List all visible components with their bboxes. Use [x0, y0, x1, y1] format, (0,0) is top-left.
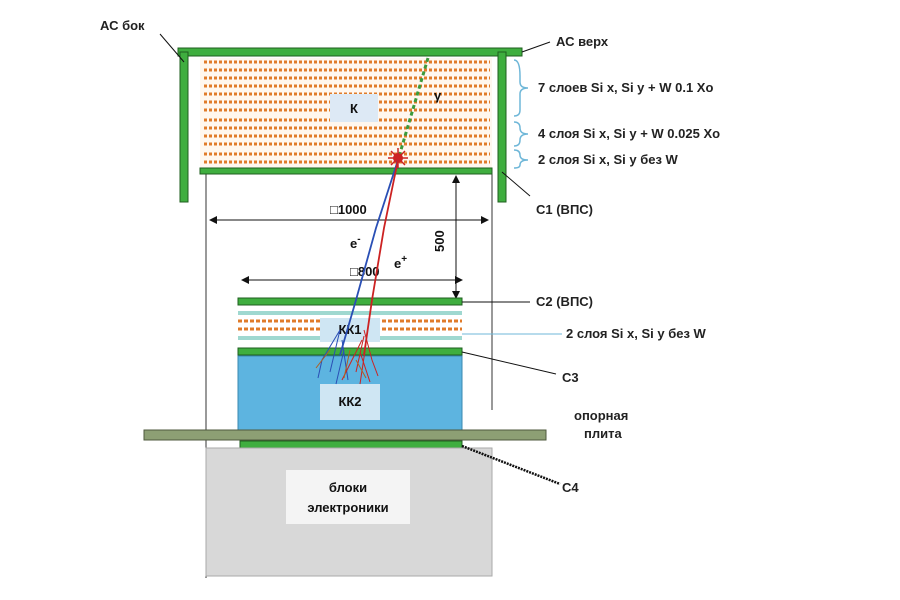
- leader-ac-side: [159, 33, 185, 63]
- leader-c4: [461, 444, 561, 486]
- c2-tof-plane: [237, 297, 463, 306]
- electronics-box: [286, 470, 410, 524]
- ac-top-panel: [177, 47, 523, 57]
- leader-ac-top: [521, 41, 551, 53]
- converter-label: К: [350, 101, 358, 116]
- positron-track: [363, 159, 399, 356]
- electronics-label-line1: блоки: [329, 480, 367, 495]
- converter-box: [330, 94, 378, 122]
- label-c2: С2 (ВПС): [536, 294, 593, 309]
- c1-tof-plane: [199, 167, 493, 175]
- converter-layers: [200, 58, 492, 168]
- label-7-layers: 7 слоев Si x, Si y + W 0.1 Xo: [538, 80, 713, 95]
- label-ac-side: АС бок: [100, 18, 145, 33]
- electronics-label-line2: электроники: [307, 500, 388, 515]
- label-2-layers-top: 2 слоя Si x, Si y без W: [538, 152, 679, 167]
- ac-side-panel-left: [179, 51, 189, 203]
- ac-side-panel-right: [497, 51, 507, 203]
- leader-c3: [461, 351, 557, 375]
- electron-track: [339, 159, 399, 356]
- label-2-layers-mid: 2 слоя Si x, Si y без W: [566, 326, 707, 341]
- label-ac-top: АС верх: [556, 34, 609, 49]
- gamma-label: γ: [434, 88, 442, 103]
- label-c1: С1 (ВПС): [536, 202, 593, 217]
- electron-label: e-: [350, 234, 361, 251]
- dimension-1000-label: □1000: [330, 202, 367, 217]
- c4-plane: [239, 440, 463, 449]
- cc2-label: КК2: [338, 394, 361, 409]
- cc1-label: КК1: [338, 322, 361, 337]
- leader-c1: [501, 171, 531, 197]
- interaction-point: [388, 148, 408, 168]
- bracket-7-layers: [513, 59, 529, 117]
- dimension-500-label: 500: [432, 230, 447, 252]
- positron-label: e+: [394, 254, 407, 271]
- bracket-4-layers: [513, 121, 529, 147]
- label-c4: С4: [562, 480, 579, 495]
- gamma-track: [396, 57, 430, 161]
- label-c3: С3: [562, 370, 579, 385]
- bracket-2-layers-top: [513, 149, 529, 169]
- cc1-section: [238, 306, 462, 348]
- label-4-layers: 4 слоя Si x, Si y + W 0.025 Xo: [538, 126, 720, 141]
- label-support-plate-line1: опорная: [574, 408, 628, 423]
- shower-tracks: [315, 329, 379, 385]
- label-support-plate-line2: плита: [584, 426, 622, 441]
- support-plate: [143, 429, 547, 441]
- cc2-box: [320, 384, 380, 420]
